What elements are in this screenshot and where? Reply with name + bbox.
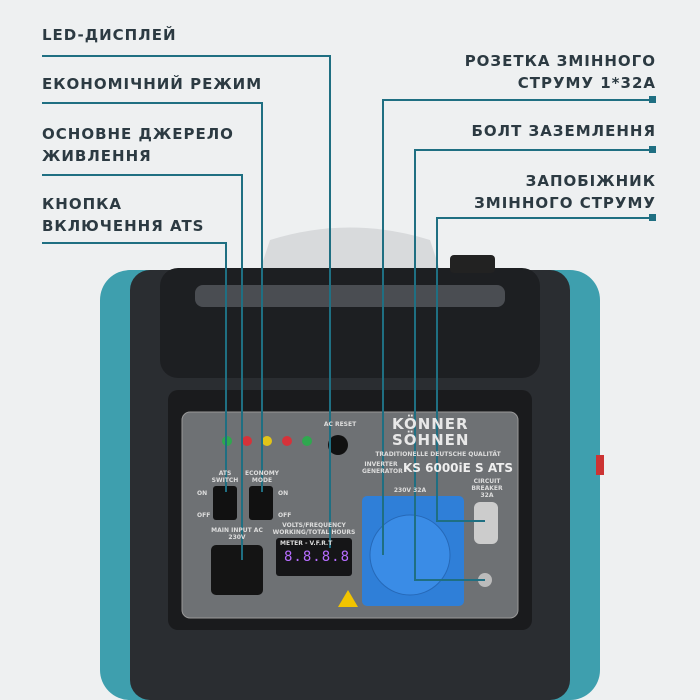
ac-reset-button[interactable]: [328, 435, 348, 455]
brand-logo-top: KÖNNER: [392, 415, 469, 433]
economy-mode-label: ECONOMY MODE: [244, 470, 280, 484]
ac-reset-label: AC RESET: [323, 421, 357, 428]
callout-line-1: ЗАПОБІЖНИК: [525, 172, 656, 190]
callout-line-2: ВКЛЮЧЕННЯ ATS: [42, 217, 205, 235]
tagline: TRADITIONELLE DEUTSCHE QUALITÄT: [375, 451, 501, 458]
callout-main-power-source: ОСНОВНЕ ДЖЕРЕЛО ЖИВЛЕННЯ: [42, 123, 234, 167]
callout-line-1: КНОПКА: [42, 195, 122, 213]
callout-ats-button: КНОПКА ВКЛЮЧЕННЯ ATS: [42, 193, 205, 237]
callout-economy-mode: ЕКОНОМІЧНИЙ РЕЖИМ: [42, 75, 263, 93]
off-label: OFF: [197, 512, 211, 519]
callout-led-display: LED-ДИСПЛЕЙ: [42, 26, 177, 44]
circuit-breaker-label: CIRCUIT BREAKER 32A: [471, 478, 503, 499]
meter-label: METER - V.F.R.T: [280, 540, 333, 547]
generator-type: INVERTER GENERATOR: [362, 461, 403, 475]
meter-digits: 8.8.8.8: [284, 549, 351, 565]
main-input-socket[interactable]: [211, 545, 263, 595]
callout-line-1: РОЗЕТКА ЗМІННОГО: [464, 52, 656, 70]
circuit-breaker[interactable]: [474, 502, 498, 544]
brand-logo-bottom: SÖHNEN: [392, 431, 470, 449]
callout-ac-socket: РОЗЕТКА ЗМІННОГО СТРУМУ 1*32А: [465, 50, 656, 94]
warning-icon: [338, 590, 358, 607]
callout-lines: [42, 55, 655, 581]
meter-caption: VOLTS/FREQUENCY WORKING/TOTAL HOURS: [272, 522, 356, 536]
meter-display: [276, 538, 352, 576]
ats-switch[interactable]: [213, 486, 237, 520]
callout-line-1: ОСНОВНЕ ДЖЕРЕЛО: [42, 125, 234, 143]
main-input-label: MAIN INPUT AC 230V: [211, 527, 263, 541]
callout-ac-fuse: ЗАПОБІЖНИК ЗМІННОГО СТРУМУ: [474, 170, 656, 214]
on-label: ON: [197, 490, 208, 497]
callout-ground-bolt: БОЛТ ЗАЗЕМЛЕННЯ: [471, 122, 656, 140]
on-label: ON: [278, 490, 289, 497]
socket-rating: 230V 32A: [393, 487, 427, 494]
callout-line-2: ЗМІННОГО СТРУМУ: [474, 194, 656, 212]
ats-switch-label: ATS SWITCH: [211, 470, 239, 484]
model-name: KS 6000iE S ATS: [403, 461, 514, 475]
off-label: OFF: [278, 512, 292, 519]
callout-line-2: ЖИВЛЕННЯ: [42, 147, 152, 165]
economy-switch[interactable]: [249, 486, 273, 520]
callout-line-2: СТРУМУ 1*32А: [517, 74, 656, 92]
